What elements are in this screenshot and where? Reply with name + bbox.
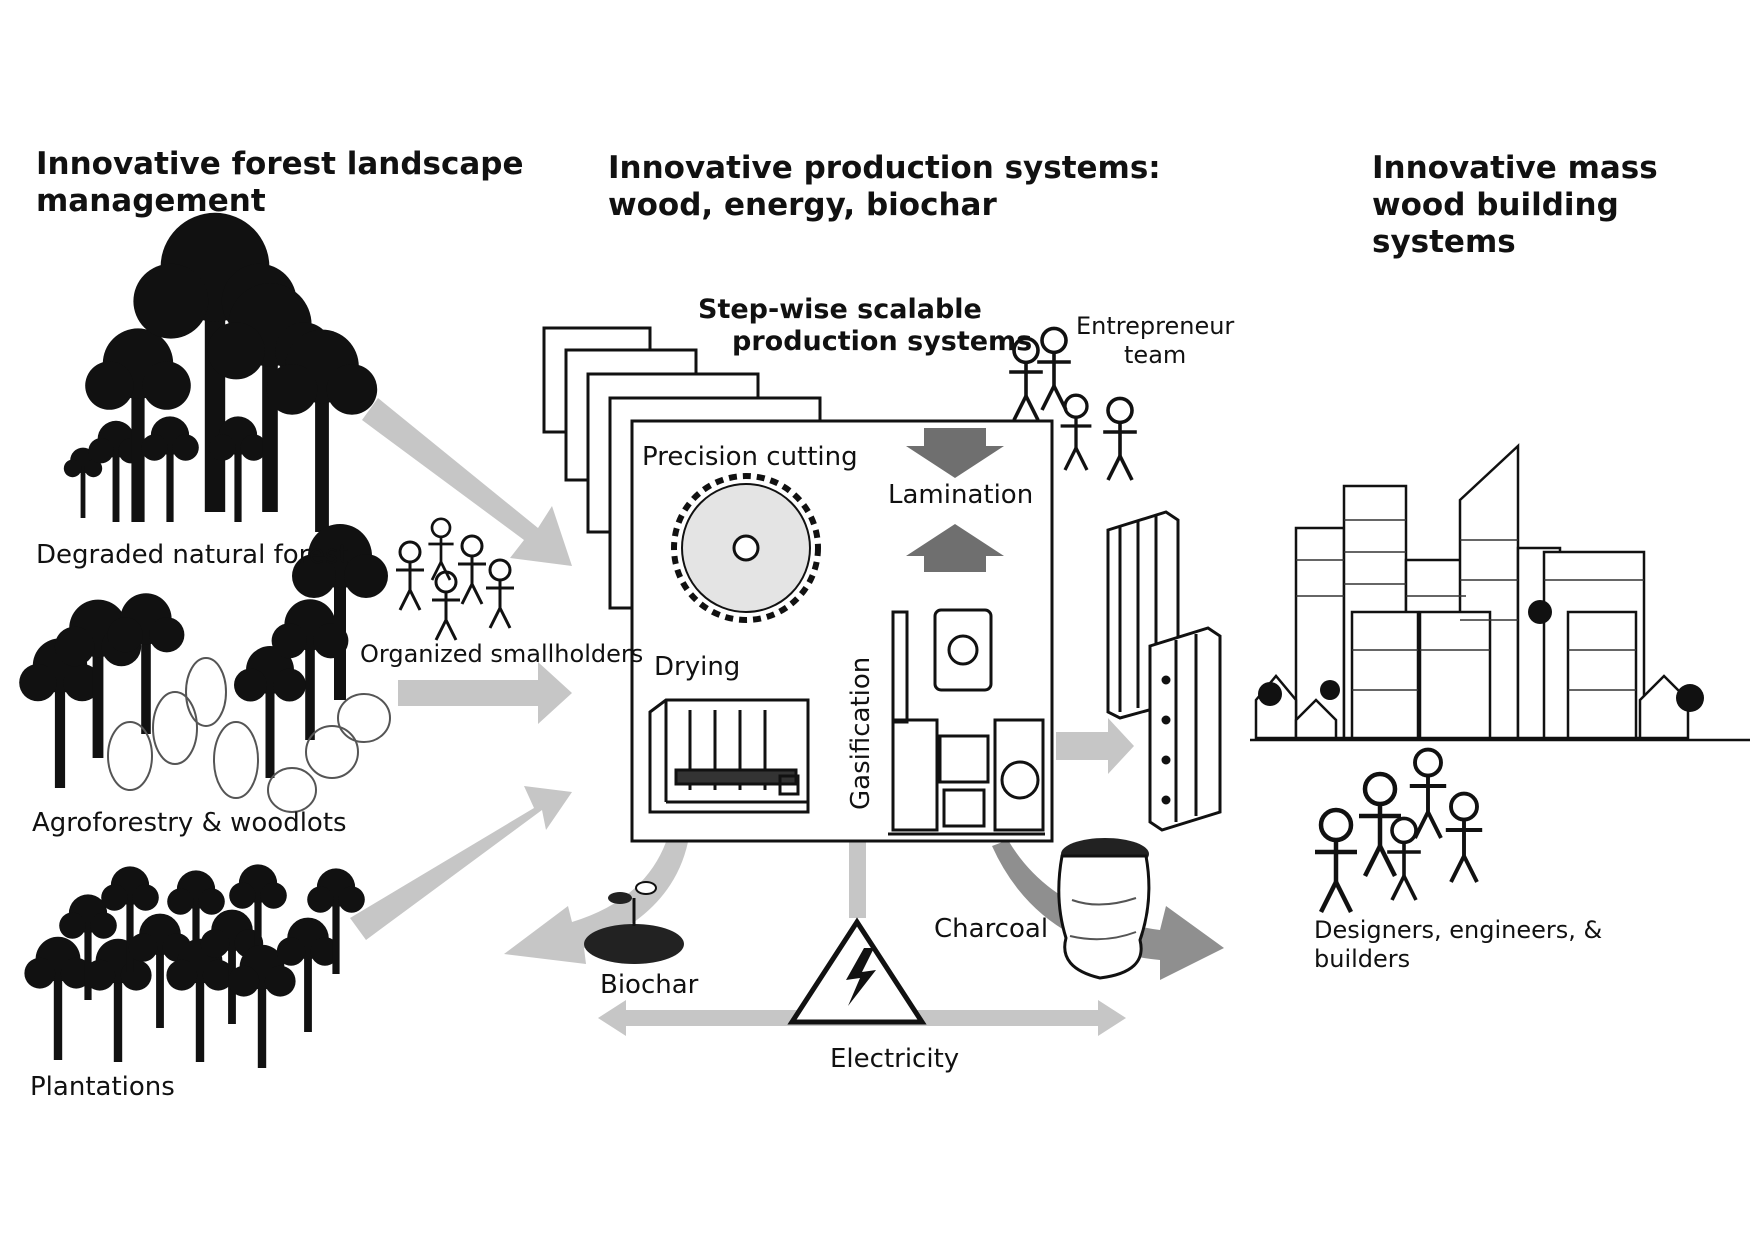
label-entrepreneur-team: Entrepreneur team <box>1076 312 1234 370</box>
label-line: builders <box>1314 944 1411 973</box>
tree-icon <box>234 646 306 778</box>
person-icon <box>1443 791 1485 884</box>
label-precision-cutting: Precision cutting <box>642 442 858 472</box>
label-line: Step-wise scalable <box>698 294 982 325</box>
smallholders-people <box>394 517 516 642</box>
heading-line: Innovative forest landscape <box>36 146 524 182</box>
person-icon <box>1058 393 1094 472</box>
label-plantations: Plantations <box>30 1072 175 1102</box>
person-icon <box>456 534 488 606</box>
arrow-production-to-building <box>1056 718 1134 774</box>
person-icon <box>1035 326 1073 412</box>
heading-line: Innovative mass <box>1372 150 1658 186</box>
flow-arrows <box>350 398 1224 1036</box>
lamination-arrow-down <box>906 428 1004 478</box>
person-icon <box>427 517 455 582</box>
heading-production-systems: Innovative production systems: wood, ene… <box>608 150 1161 224</box>
degraded-forest-trees <box>63 212 378 532</box>
heading-forest-management: Innovative forest landscape management <box>36 146 524 220</box>
seedling-icon <box>584 881 684 964</box>
wood-panel-icon <box>1106 510 1222 832</box>
designers-people <box>1315 747 1485 912</box>
high-voltage-icon <box>787 917 927 1025</box>
heading-line: systems <box>1372 224 1516 261</box>
person-icon <box>484 558 516 630</box>
label-drying: Drying <box>654 652 741 682</box>
crops <box>107 657 391 813</box>
arrow-forest-to-production <box>362 398 572 566</box>
agroforestry-trees <box>19 524 391 813</box>
arrow-agroforestry-to-production <box>398 662 572 724</box>
label-stepwise: Step-wise scalable production systems <box>698 294 1032 359</box>
label-line: team <box>1124 340 1187 369</box>
tree-icon <box>24 936 92 1060</box>
label-line: Designers, engineers, & <box>1314 916 1603 944</box>
heading-line: management <box>36 183 266 220</box>
label-smallholders: Organized smallholders <box>360 640 644 668</box>
saw-blade-icon <box>671 473 821 623</box>
label-designers: Designers, engineers, & builders <box>1314 916 1602 974</box>
label-line: Entrepreneur <box>1076 312 1235 340</box>
heading-line: Innovative production systems: <box>608 150 1161 186</box>
arrow-charcoal <box>992 840 1224 980</box>
building-icon <box>1250 443 1750 742</box>
person-icon <box>394 540 426 612</box>
tree-icon <box>19 638 101 788</box>
label-line: production systems <box>732 326 1033 358</box>
plantation-trees <box>24 864 365 1068</box>
label-electricity: Electricity <box>830 1044 960 1074</box>
label-lamination: Lamination <box>888 480 1034 510</box>
label-charcoal: Charcoal <box>934 914 1049 944</box>
label-agroforestry: Agroforestry & woodlots <box>32 808 347 838</box>
person-icon <box>1101 396 1139 482</box>
arrow-plantation-to-production <box>350 786 572 940</box>
gasifier-icon <box>888 608 1045 836</box>
heading-mass-wood-building: Innovative mass wood building systems <box>1372 150 1658 262</box>
heading-line: wood building <box>1372 187 1619 224</box>
lamination-arrow-up <box>906 524 1004 572</box>
electricity-stem <box>849 838 866 918</box>
tree-icon <box>141 416 199 522</box>
kiln-icon <box>648 698 810 814</box>
label-degraded-forest: Degraded natural forest <box>36 540 349 570</box>
person-icon <box>1315 810 1357 912</box>
arrow-biochar <box>504 842 688 964</box>
person-icon <box>1385 816 1423 902</box>
label-biochar: Biochar <box>600 970 699 1000</box>
charcoal-sack-icon <box>1057 838 1151 980</box>
person-icon <box>430 570 462 642</box>
label-gasification: Gasification <box>846 656 876 810</box>
heading-line: wood, energy, biochar <box>608 187 997 224</box>
